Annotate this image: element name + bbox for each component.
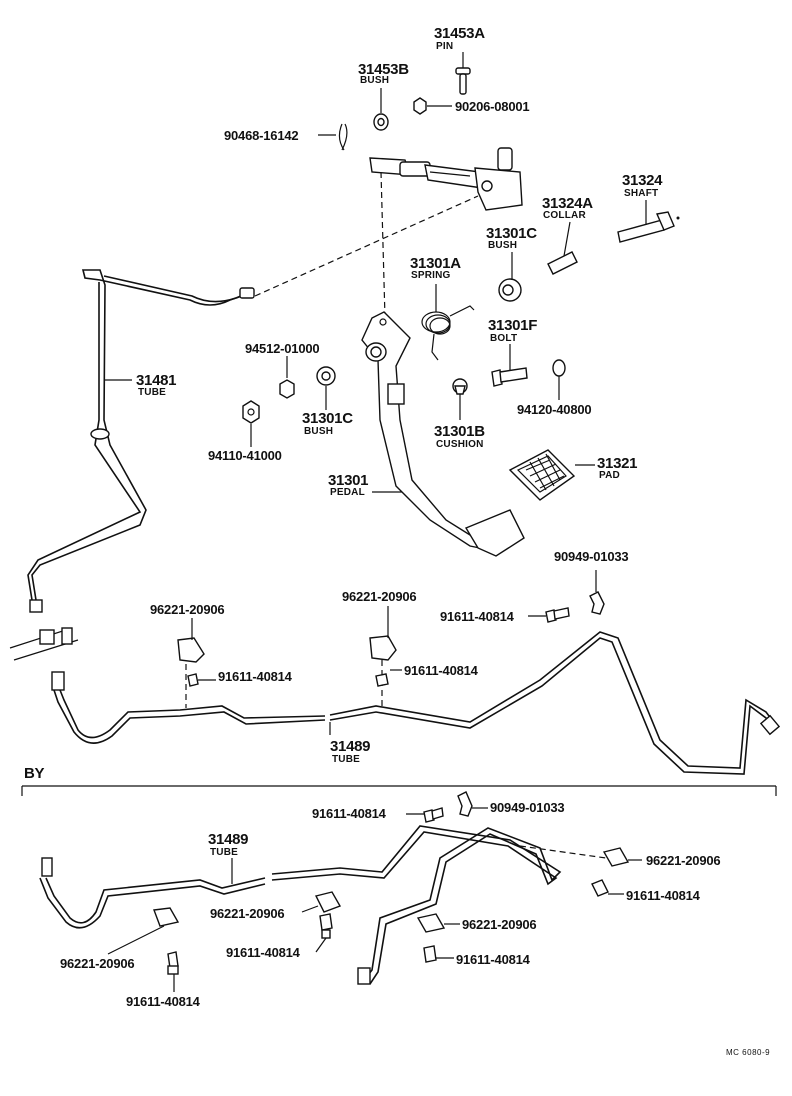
part-number-96221-a: 96221-20906 — [342, 589, 417, 604]
pedal-31301 — [361, 311, 525, 557]
part-number-96221-e: 96221-20906 — [462, 917, 537, 932]
part-number-31301c-top: 31301C — [486, 225, 537, 242]
bolt-91611-f — [319, 913, 333, 939]
part-number-94120: 94120-40800 — [517, 402, 592, 417]
part-name-bush-31453b: BUSH — [360, 75, 390, 86]
section-divider — [21, 785, 777, 796]
part-number-96221-c: 96221-20906 — [646, 853, 721, 868]
part-number-94110: 94110-41000 — [208, 448, 282, 463]
part-name-tube-31489-b: TUBE — [210, 847, 239, 858]
nut-94110 — [242, 400, 260, 424]
part-number-91611-h: 91611-40814 — [126, 994, 200, 1009]
bush-31301c-mid — [316, 366, 336, 386]
bush-31301c-top — [498, 278, 522, 302]
part-number-31453b: 31453B — [358, 61, 409, 78]
part-number-96221-b: 96221-20906 — [150, 602, 225, 617]
nut-94120 — [552, 359, 566, 377]
part-number-31321: 31321 — [597, 455, 638, 472]
part-name-cushion: CUSHION — [436, 439, 484, 450]
part-number-90949-a: 90949-01033 — [554, 549, 629, 564]
part-number-91611-d: 91611-40814 — [312, 806, 386, 821]
part-name-shaft: SHAFT — [624, 188, 659, 199]
part-number-31481: 31481 — [136, 372, 177, 389]
pin-31453a — [455, 67, 471, 95]
clip-90468 — [338, 123, 348, 151]
part-name-tube-31489-a: TUBE — [332, 754, 361, 765]
bracket-96221-f — [153, 907, 180, 927]
part-number-91611-f: 91611-40814 — [226, 945, 300, 960]
part-number-94512: 94512-01000 — [245, 341, 320, 356]
bolt-91611-h — [167, 951, 179, 975]
part-number-90468: 90468-16142 — [224, 128, 299, 143]
part-number-31301: 31301 — [328, 472, 369, 489]
part-name-bush-mid: BUSH — [304, 426, 334, 437]
part-name-bolt: BOLT — [490, 333, 518, 344]
part-number-31301f: 31301F — [488, 317, 538, 334]
bolt-31301f — [491, 367, 528, 387]
part-number-31453a: 31453A — [434, 25, 485, 42]
part-name-pad: PAD — [599, 470, 620, 481]
part-number-31301c-mid: 31301C — [302, 410, 353, 427]
part-name-collar: COLLAR — [543, 210, 586, 221]
part-number-96221-f: 96221-20906 — [60, 956, 135, 971]
bolt-91611-g — [423, 945, 437, 963]
bush-31453b — [373, 113, 389, 131]
shaft-31324 — [617, 211, 680, 243]
part-number-91611-a: 91611-40814 — [440, 609, 514, 624]
bolt-91611-d — [423, 807, 444, 823]
bolt-91611-e — [591, 879, 609, 897]
bracket-96221-c — [602, 847, 630, 867]
collar-31324a — [547, 251, 578, 275]
bolt-91611-a — [545, 607, 570, 623]
tube-31481 — [27, 269, 255, 613]
part-name-spring: SPRING — [411, 270, 451, 281]
bracket-96221-b — [369, 635, 397, 706]
cushion-31301b — [452, 378, 468, 395]
bracket-96221-d — [314, 891, 342, 913]
part-number-90206: 90206-08001 — [455, 99, 530, 114]
section-label-by: BY — [24, 765, 45, 782]
part-number-91611-b: 91611-40814 — [404, 663, 478, 678]
pad-31321 — [508, 449, 576, 501]
clip-90949-a — [589, 591, 605, 615]
part-number-90949-b: 90949-01033 — [490, 800, 565, 815]
nut-94512 — [279, 379, 295, 399]
tube-31489-b — [39, 825, 607, 985]
part-number-91611-e: 91611-40814 — [626, 888, 700, 903]
part-name-bush-top: BUSH — [488, 240, 518, 251]
part-name-pedal: PEDAL — [330, 487, 365, 498]
bracket-96221-a — [177, 637, 205, 708]
part-name-tube-31481: TUBE — [138, 387, 167, 398]
spring-31301a — [421, 305, 475, 361]
part-number-31324: 31324 — [622, 172, 663, 189]
part-name-pin: PIN — [436, 41, 454, 52]
bracket-96221-e — [416, 913, 446, 933]
part-number-96221-d: 96221-20906 — [210, 906, 285, 921]
part-number-91611-g: 91611-40814 — [456, 952, 530, 967]
tube-31489-a — [51, 631, 781, 775]
footer-code: MC 6080-9 — [726, 1048, 771, 1057]
nut-90206 — [413, 97, 427, 115]
part-number-31489-a: 31489 — [330, 738, 371, 755]
part-number-31489-b: 31489 — [208, 831, 249, 848]
part-number-31301b: 31301B — [434, 423, 485, 440]
fitting-left — [9, 627, 79, 661]
part-number-91611-c: 91611-40814 — [218, 669, 292, 684]
master-cylinder — [369, 147, 523, 211]
clip-90949-b — [457, 791, 473, 817]
part-number-31324a: 31324A — [542, 195, 593, 212]
part-number-31301a: 31301A — [410, 255, 461, 272]
